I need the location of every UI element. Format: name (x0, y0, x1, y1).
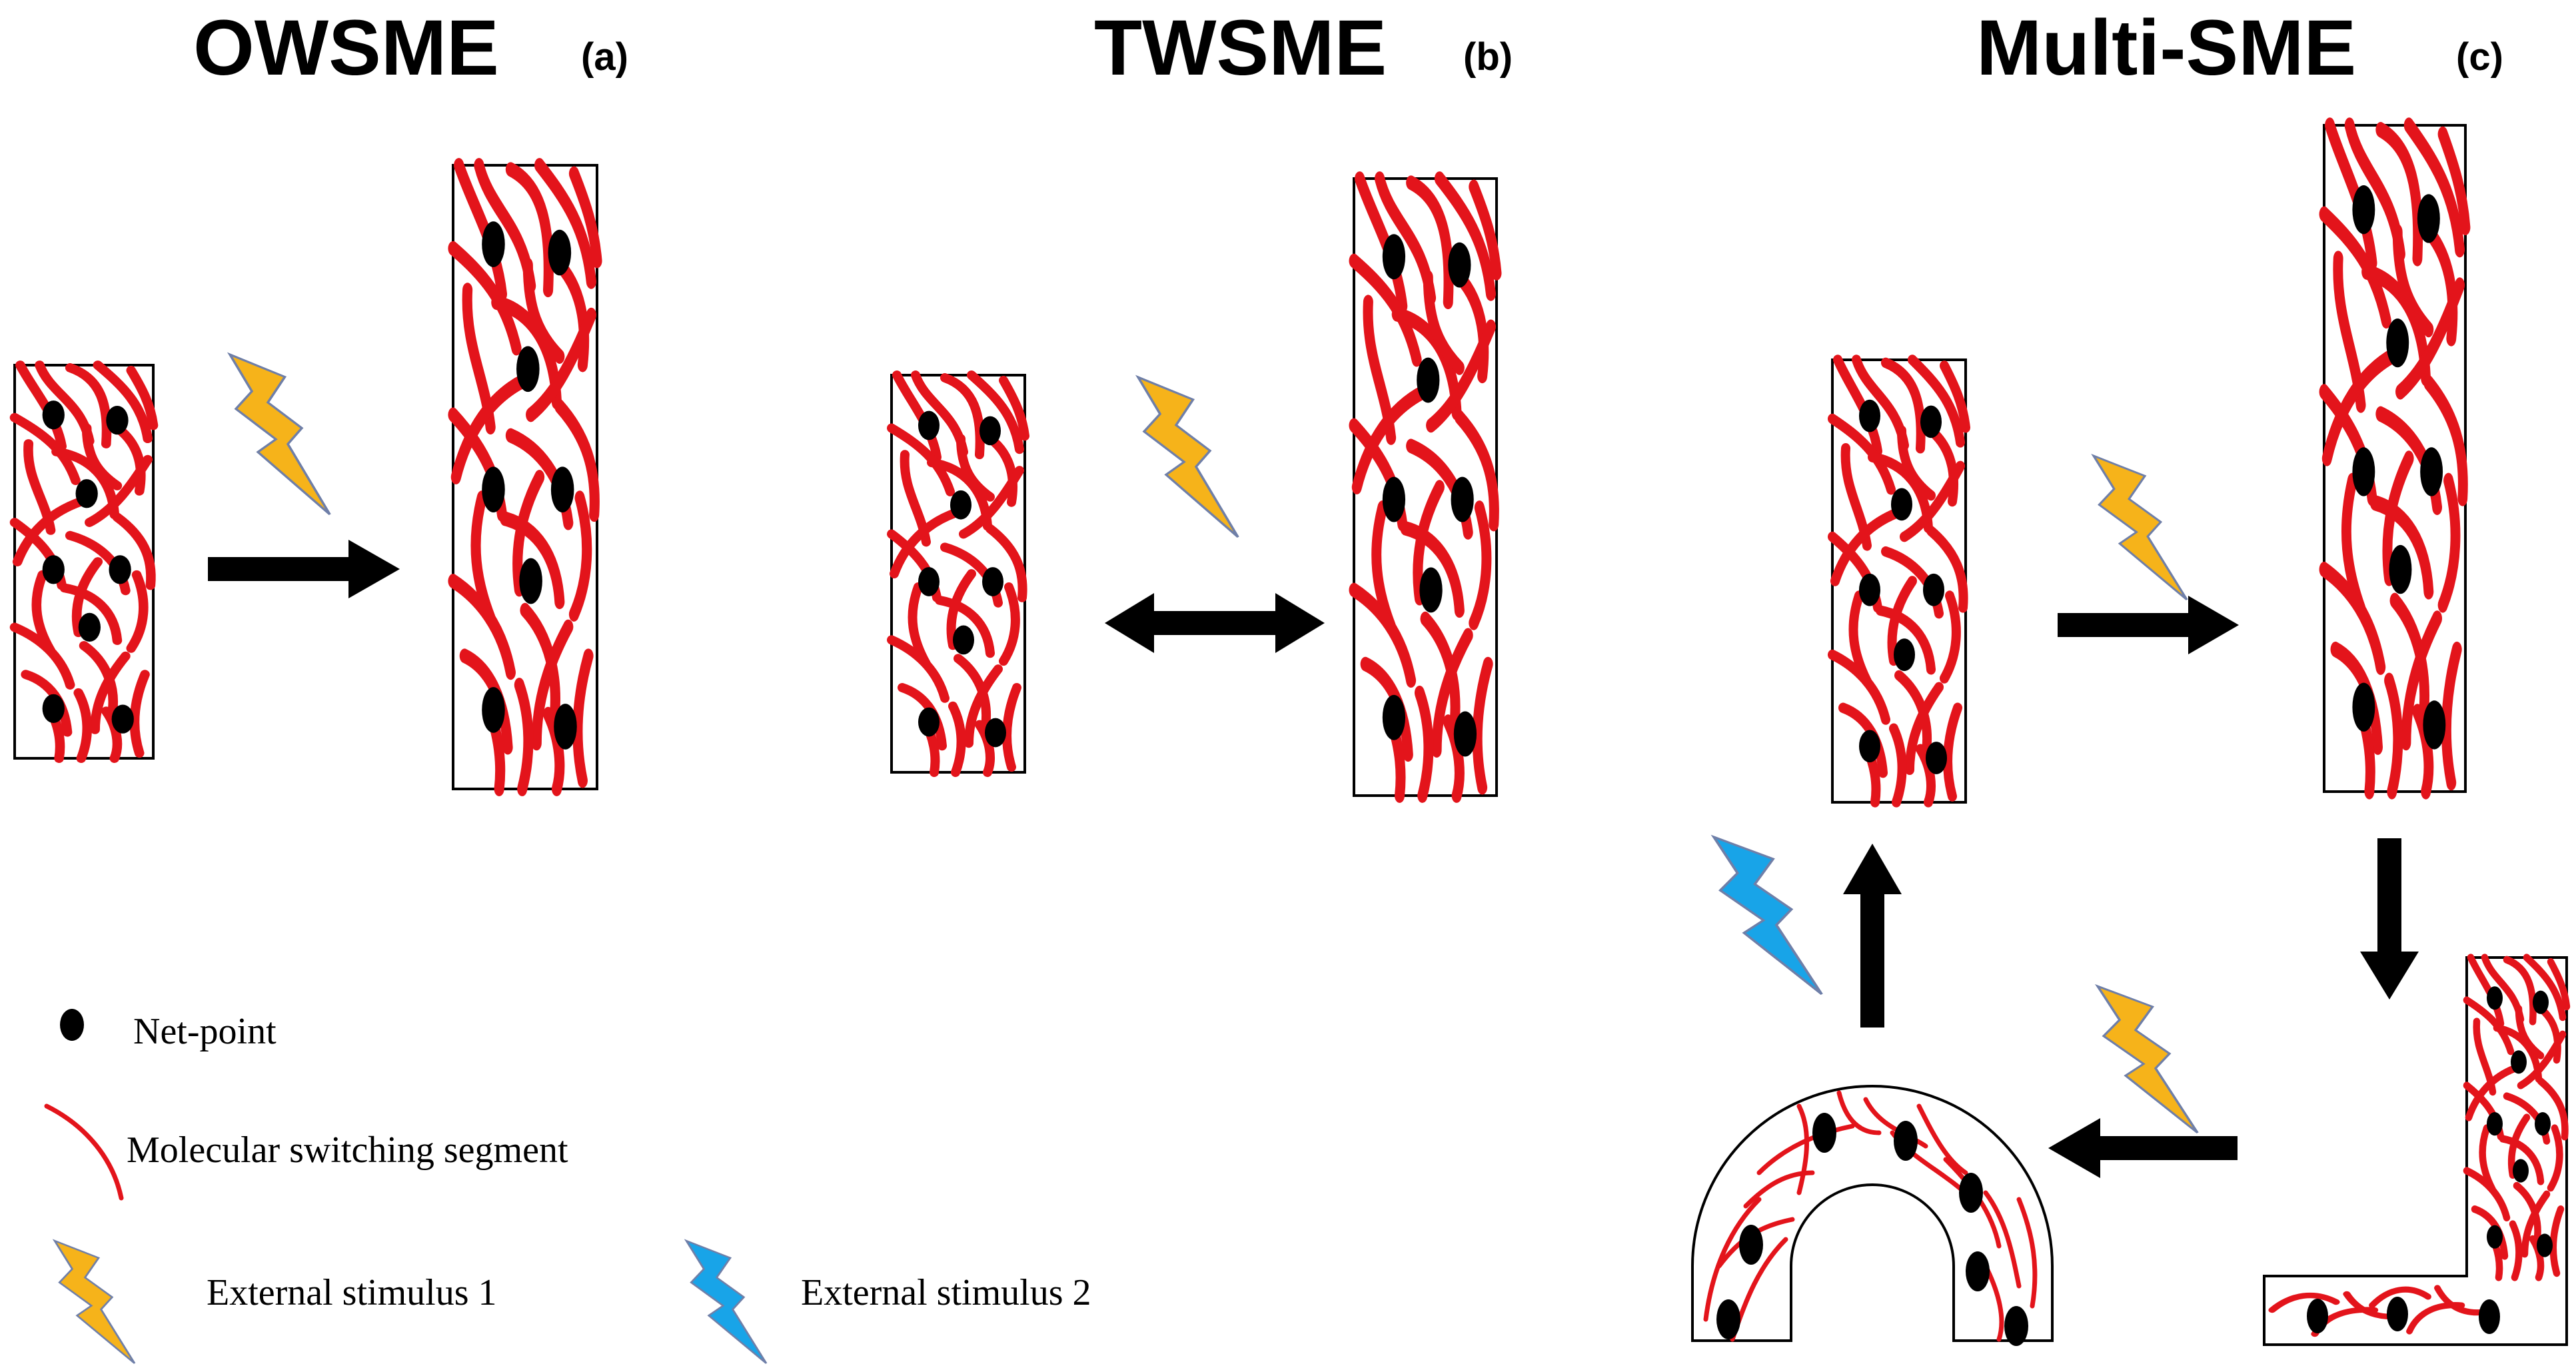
twsme-sample-original (892, 375, 1025, 772)
multisme-arrow-right-icon (2058, 596, 2239, 654)
legend-stimulus-1-label: External stimulus 1 (207, 1272, 497, 1313)
multisme-stimulus-1-icon-bottom (2096, 985, 2199, 1134)
legend-stimulus-2-label: External stimulus 2 (801, 1272, 1091, 1313)
multisme-arrow-down-icon (2360, 838, 2419, 1000)
title-twsme: TWSME (1094, 4, 1387, 92)
legend-segment-icon (44, 1103, 124, 1201)
multisme-sample-arch (1691, 1085, 2054, 1346)
legend-stimulus-2-icon (685, 1239, 768, 1365)
multisme-sample-elongated (2324, 125, 2465, 792)
multisme-sample-original (1832, 360, 1966, 802)
legend-stimulus-1-icon (53, 1239, 136, 1365)
multisme-stimulus-1-icon-top (2092, 454, 2188, 601)
title-owsme: OWSME (193, 4, 499, 92)
multisme-arrow-left-icon (2048, 1118, 2238, 1178)
owsme-stimulus-1-icon (229, 353, 331, 516)
multisme-stimulus-2-icon (1714, 837, 1822, 994)
twsme-double-arrow-icon (1105, 593, 1325, 653)
multisme-arrow-up-icon (1843, 844, 1902, 1027)
twsme-sample-elongated (1354, 179, 1497, 796)
legend: Net-point Molecular switching segment Ex… (44, 1009, 1091, 1365)
title-multi-sme: Multi-SME (1976, 4, 2356, 92)
tag-c: (c) (2456, 35, 2503, 79)
owsme-arrow-right-icon (208, 540, 400, 598)
legend-segment-label: Molecular switching segment (127, 1129, 568, 1171)
legend-net-point-icon (60, 1009, 84, 1041)
owsme-sample-original (15, 365, 153, 758)
tag-a: (a) (581, 35, 628, 79)
tag-b: (b) (1463, 35, 1513, 79)
legend-net-point-label: Net-point (133, 1011, 277, 1052)
owsme-sample-elongated (453, 165, 597, 789)
multisme-sample-l-shape (2263, 958, 2567, 1346)
twsme-stimulus-1-icon (1137, 376, 1239, 538)
